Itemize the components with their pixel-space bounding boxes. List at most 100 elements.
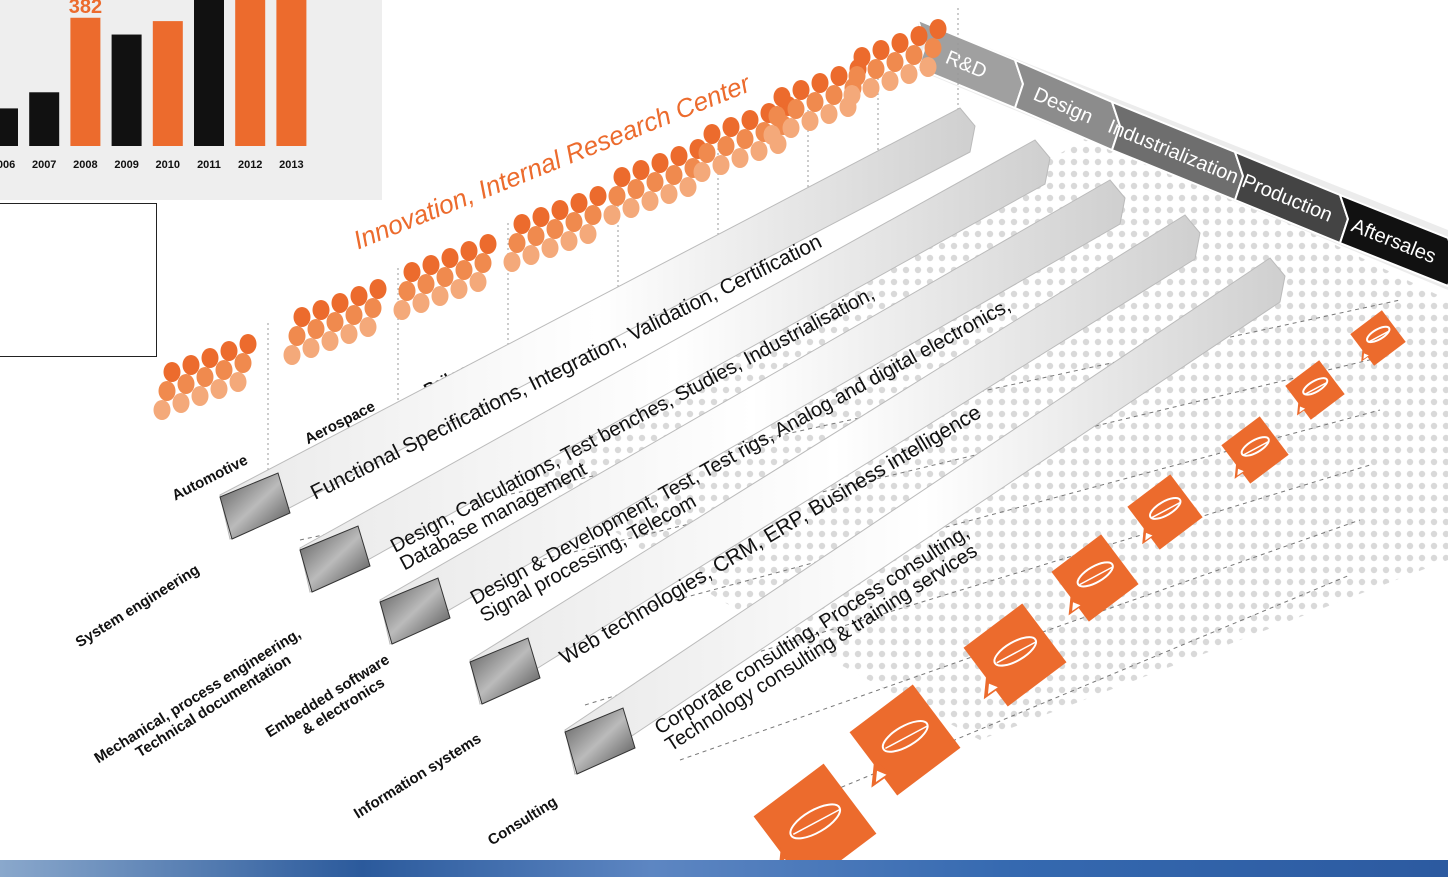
chart-bar-2006 (0, 108, 18, 146)
sector-dot (584, 205, 602, 225)
sector-dot (201, 348, 219, 368)
sector-dot (450, 279, 468, 299)
sector-dot (508, 233, 526, 253)
sector-dot (608, 186, 626, 206)
sector-dot (806, 92, 824, 112)
sector-dot (417, 274, 435, 294)
icon-pin-inner (1145, 532, 1153, 541)
domain-label-1: Mechanical, process engineering, (91, 625, 304, 767)
icon-glyph (1302, 377, 1329, 396)
sector-dot (182, 355, 200, 375)
sector-dot (177, 374, 195, 394)
icon-pin-inner (1363, 353, 1369, 359)
icon-pin-inner (1072, 602, 1081, 611)
sector-dot (460, 241, 478, 261)
sector-dot (792, 80, 810, 100)
sector-dot (712, 155, 730, 175)
sector-dot (398, 281, 416, 301)
bar-chart: 20062007200838220092010201120122013 (0, 0, 307, 171)
sector-dot (551, 200, 569, 220)
sector-dot (345, 305, 363, 325)
chart-tick-label-2013: 2013 (279, 159, 303, 171)
sector-dot (436, 267, 454, 287)
sector-dot (843, 85, 861, 105)
domain-label-3: Information systems (351, 730, 484, 822)
chart-tick-label-2006: 2006 (0, 159, 15, 171)
sector-dot (541, 238, 559, 258)
sector-dot (741, 110, 759, 130)
footer-band (0, 860, 1448, 877)
sector-dot (924, 38, 942, 58)
service-bar-4 (564, 257, 1286, 775)
sector-dot (905, 45, 923, 65)
sector-dot (532, 207, 550, 227)
sector-dot (811, 73, 829, 93)
sector-dot (763, 125, 781, 145)
sector-dot (891, 33, 909, 53)
sector-dot (881, 71, 899, 91)
sector-dot (886, 52, 904, 72)
sector-dot (283, 345, 301, 365)
sector-dot (455, 260, 473, 280)
sector-dot (479, 234, 497, 254)
sector-dot (622, 198, 640, 218)
sector-dot (910, 26, 928, 46)
sector-dot (326, 312, 344, 332)
sector-dot (665, 165, 683, 185)
icon-glyph (1149, 497, 1182, 520)
sector-dot (191, 386, 209, 406)
sector-dot (929, 19, 947, 39)
sector-dot (717, 136, 735, 156)
sector-dot (210, 379, 228, 399)
sector-dot (830, 66, 848, 86)
icon-glyph-line (1079, 566, 1113, 586)
sector-dot (364, 298, 382, 318)
bar-chart-panel: 20062007200838220092010201120122013 (0, 0, 382, 200)
sector-dot (872, 40, 890, 60)
sector-dot (422, 255, 440, 275)
sector-dot (163, 362, 181, 382)
chart-tick-label-2009: 2009 (114, 159, 138, 171)
icon-glyph-line (885, 725, 928, 750)
lifecycle-arrow-band: R&DDesignIndustrializationProductionAfte… (916, 18, 1448, 290)
sector-dot (431, 286, 449, 306)
chart-data-label-2008: 382 (69, 0, 102, 18)
chart-bar-2007 (29, 92, 60, 146)
sector-dot (782, 118, 800, 138)
service-bar-0 (219, 107, 976, 540)
sector-dot (589, 186, 607, 206)
icon-glyph-line (1151, 501, 1181, 519)
icon-glyph (1366, 325, 1391, 344)
chart-tick-label-2010: 2010 (156, 159, 180, 171)
sector-dot (369, 279, 387, 299)
sector-dot (900, 64, 918, 84)
sector-dot (312, 300, 330, 320)
sector-icons (753, 310, 1406, 877)
sector-dot (503, 252, 521, 272)
sector-dot (565, 212, 583, 232)
chart-bar-2008 (70, 17, 101, 147)
sector-dot (768, 106, 786, 126)
sector-dot (603, 205, 621, 225)
sector-dot (215, 360, 233, 380)
service-bar-1 (299, 139, 1051, 593)
sector-dot (350, 286, 368, 306)
icon-glyph (1076, 561, 1114, 588)
sector-dot (825, 85, 843, 105)
sector-dot (546, 219, 564, 239)
icon-glyph-line (1242, 440, 1269, 456)
chart-bar-2012 (235, 0, 266, 146)
sector-dot (522, 245, 540, 265)
domain-label2-1: Technical documentation (133, 652, 294, 762)
guide-line (394, 354, 1391, 596)
sector-dot (469, 272, 487, 292)
sector-dot (340, 324, 358, 344)
service-bar-cap-3 (469, 637, 541, 705)
sector-dot (412, 293, 430, 313)
sector-dot (474, 253, 492, 273)
service-bar-2 (379, 179, 1126, 645)
sector-dot (773, 87, 791, 107)
sector-dot (570, 193, 588, 213)
